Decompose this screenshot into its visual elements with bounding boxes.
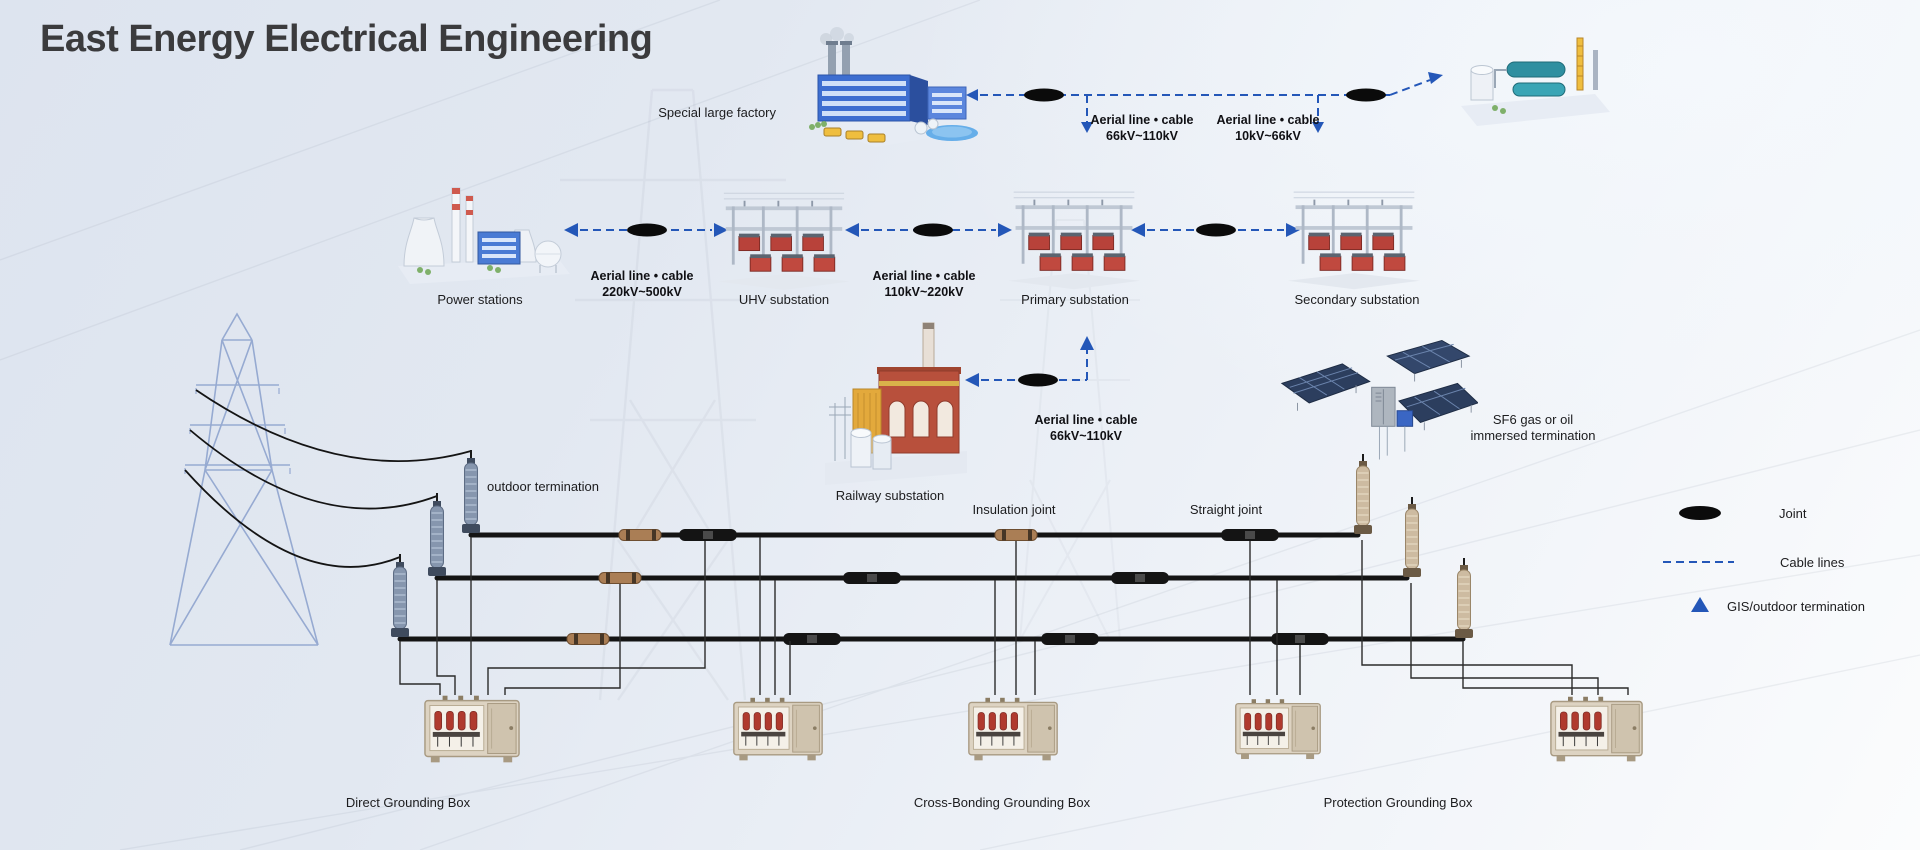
- legend-label-cable-lines: Cable lines: [1780, 555, 1845, 570]
- link-factory-chain: [966, 72, 1443, 133]
- label-sf6-termination: SF6 gas or oil immersed termination: [1443, 412, 1623, 444]
- special-large-factory-icon: [809, 27, 985, 147]
- background-pylon-large: [560, 88, 786, 701]
- power-stations-icon: [398, 187, 570, 284]
- uhv-substation-icon: [718, 182, 850, 290]
- joint-icon: [627, 223, 667, 237]
- straight-joint-icon: [843, 572, 901, 584]
- straight-joint-icon: [783, 633, 841, 645]
- grounding-wires: [399, 537, 1629, 695]
- label-link-power-uhv: Aerial line • cable 220kV~500kV: [572, 268, 712, 300]
- protection-grounding-box-icon: [1234, 695, 1322, 765]
- link-label-line1: Aerial line • cable: [590, 269, 694, 283]
- joint-icon: [1018, 373, 1058, 387]
- legend-label-gis-outdoor-termination: GIS/outdoor termination: [1727, 599, 1866, 614]
- link-label-line2: 66kV~110kV: [1050, 429, 1122, 443]
- label-protection-grounding-box: Protection Grounding Box: [1323, 795, 1473, 810]
- joint-icon: [1196, 223, 1236, 237]
- straight-joint-icon: [1111, 572, 1169, 584]
- secondary-substation-icon: [1288, 180, 1420, 290]
- insulation-joint-icon: [566, 633, 610, 645]
- straight-joint-icon: [1221, 529, 1279, 541]
- gis-termination-icon: [1401, 497, 1423, 579]
- insulation-joint-icon: [598, 572, 642, 584]
- legend-gis-termination-icon: [1691, 597, 1709, 612]
- outdoor-termination-icon: [389, 554, 411, 640]
- label-special-large-factory: Special large factory: [658, 105, 776, 120]
- gis-termination-icon: [1352, 454, 1374, 536]
- insulation-joint-icon: [994, 529, 1038, 541]
- gis-termination-icon: [1453, 558, 1475, 640]
- sf6-termination-icon: [1280, 339, 1478, 460]
- link-power-uhv: [564, 223, 728, 237]
- label-secondary-substation: Secondary substation: [1294, 292, 1420, 307]
- primary-substation-icon: [1008, 180, 1140, 290]
- straight-joint-icon: [679, 529, 737, 541]
- link-label-line1: Aerial line • cable: [1216, 113, 1320, 127]
- outdoor-termination-icon: [460, 450, 482, 536]
- label-railway-substation: Railway substation: [835, 488, 945, 503]
- legend-symbols: [1663, 506, 1734, 612]
- link-railway: [965, 336, 1094, 387]
- page-title: East Energy Electrical Engineering: [40, 18, 653, 60]
- link-primary-secondary: [1131, 223, 1300, 237]
- link-uhv-primary: [845, 223, 1012, 237]
- label-cross-bonding-grounding-box: Cross-Bonding Grounding Box: [913, 795, 1091, 810]
- legend-label-joint: Joint: [1779, 506, 1807, 521]
- straight-joint-icon: [1041, 633, 1099, 645]
- label-sf6-line2: immersed termination: [1470, 428, 1596, 443]
- grounding-box-icon: [732, 695, 824, 765]
- industrial-plant-icon: [1461, 37, 1610, 126]
- label-link-factory-mv: Aerial line • cable 10kV~66kV: [1198, 112, 1338, 144]
- direct-grounding-box-icon: [423, 695, 521, 765]
- cross-bonding-grounding-box-icon: [967, 695, 1059, 765]
- link-label-line1: Aerial line • cable: [1090, 113, 1194, 127]
- joint-icon: [1024, 88, 1064, 102]
- insulation-joint-icon: [618, 529, 662, 541]
- transmission-tower-drawing: [169, 312, 319, 646]
- link-label-line2: 220kV~500kV: [602, 285, 682, 299]
- background-pylon-small: [1000, 219, 1140, 641]
- label-link-railway: Aerial line • cable 66kV~110kV: [1016, 412, 1156, 444]
- label-primary-substation: Primary substation: [1021, 292, 1129, 307]
- railway-substation-icon: [825, 322, 967, 485]
- label-link-factory-hv: Aerial line • cable 66kV~110kV: [1072, 112, 1212, 144]
- link-label-line2: 10kV~66kV: [1235, 129, 1301, 143]
- link-label-line1: Aerial line • cable: [872, 269, 976, 283]
- outdoor-termination-icon: [426, 493, 448, 579]
- label-direct-grounding-box: Direct Grounding Box: [345, 795, 471, 810]
- label-power-stations: Power stations: [437, 292, 523, 307]
- cable-runs: [397, 532, 1466, 642]
- cable-joints: [566, 529, 1329, 645]
- label-outdoor-termination: outdoor termination: [487, 479, 600, 494]
- grounding-box-icon: [1549, 695, 1644, 765]
- label-insulation-joint: Insulation joint: [972, 502, 1056, 517]
- joint-icon: [913, 223, 953, 237]
- label-straight-joint: Straight joint: [1189, 502, 1263, 517]
- label-uhv-substation: UHV substation: [738, 292, 830, 307]
- link-label-line2: 110kV~220kV: [884, 285, 964, 299]
- label-sf6-line1: SF6 gas or oil: [1492, 412, 1574, 427]
- overhead-wires: [184, 389, 472, 568]
- label-link-uhv-primary: Aerial line • cable 110kV~220kV: [854, 268, 994, 300]
- link-label-line2: 66kV~110kV: [1106, 129, 1178, 143]
- straight-joint-icon: [1271, 633, 1329, 645]
- link-label-line1: Aerial line • cable: [1034, 413, 1138, 427]
- legend-joint-icon: [1679, 506, 1721, 520]
- joint-icon: [1346, 88, 1386, 102]
